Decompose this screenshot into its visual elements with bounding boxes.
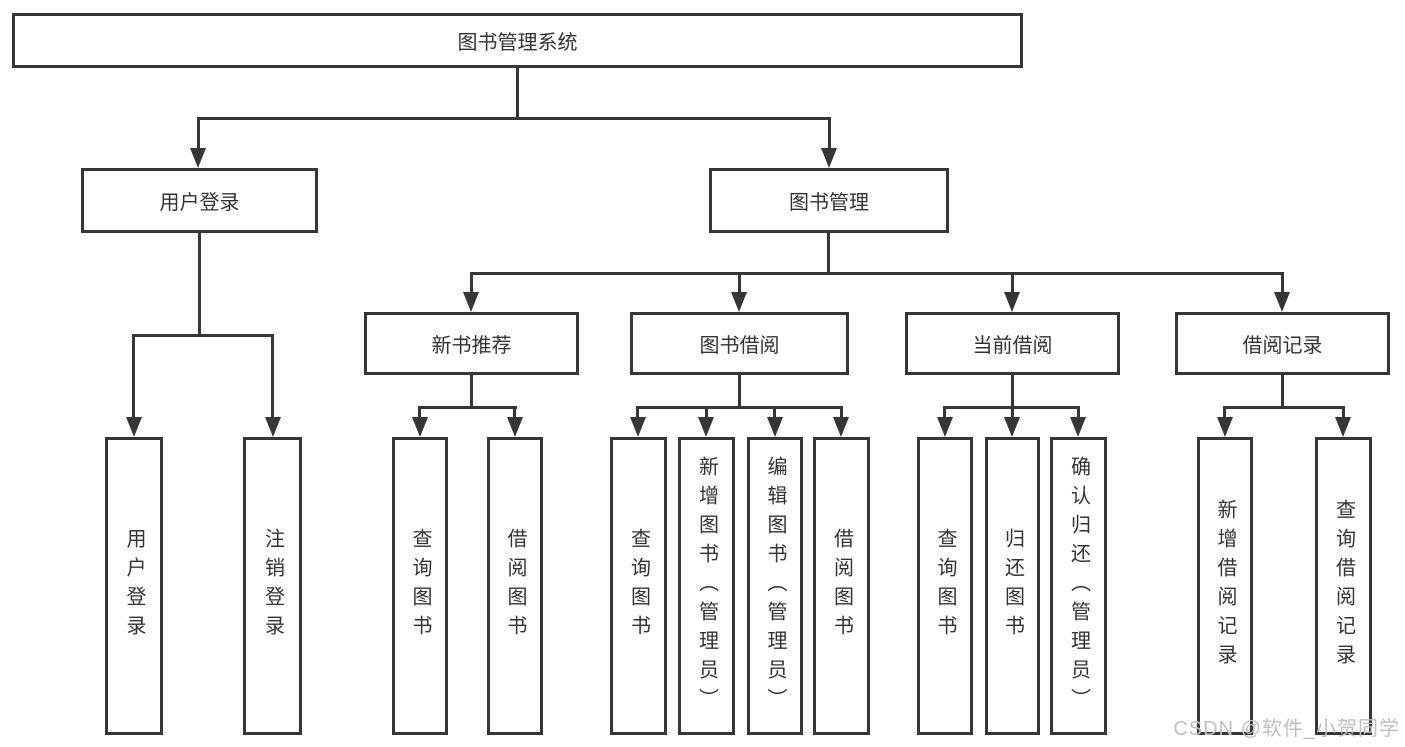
leaf-query-book-borrow: 查询图书 <box>610 437 667 735</box>
leaf-return-book: 归还图书 <box>985 437 1040 735</box>
leaf-user-login: 用户登录 <box>105 437 163 735</box>
leaf-borrow-book-recommend: 借阅图书 <box>487 437 543 735</box>
connector-drop-borrow-records <box>1281 272 1284 297</box>
connector-current-borrow-stub <box>1011 375 1014 408</box>
leaf-query-book-current-label: 查询图书 <box>934 528 956 644</box>
arrowhead-leaf <box>937 417 953 437</box>
arrowhead-leaf <box>698 417 714 437</box>
connector-level2-rail <box>197 117 831 120</box>
arrowhead-leaf <box>1004 417 1020 437</box>
connector-root-stub <box>516 66 519 119</box>
arrowhead-leaf <box>767 417 783 437</box>
connector-rail-new-book <box>419 406 517 409</box>
arrowhead-leaf <box>1217 417 1233 437</box>
node-current-borrow-label: 当前借阅 <box>972 335 1053 357</box>
arrowhead-logout-leaf <box>265 417 281 437</box>
connector-drop-leaf <box>418 406 421 420</box>
node-user-login: 用户登录 <box>81 168 318 233</box>
arrowhead-leaf <box>833 417 849 437</box>
node-book-borrow-label: 图书借阅 <box>699 335 780 357</box>
leaf-query-book-recommend-label: 查询图书 <box>409 528 431 644</box>
leaf-add-book-admin-label: 新增图书（管理员） <box>695 455 718 717</box>
connector-book-borrow-stub <box>738 375 741 408</box>
connector-new-book-stub <box>470 375 473 408</box>
connector-drop-leaf <box>1011 406 1014 420</box>
connector-rail-book-borrow <box>637 406 843 409</box>
arrowhead-user-login <box>190 148 206 168</box>
csdn-watermark: CSDN @软件_小贺同学 <box>1173 718 1400 740</box>
arrowhead-current-borrow <box>1004 292 1020 312</box>
node-book-management: 图书管理 <box>709 168 949 233</box>
connector-drop-leaf <box>1223 406 1226 420</box>
connector-level3-rail <box>470 272 1284 275</box>
leaf-user-login-label: 用户登录 <box>123 528 145 644</box>
connector-drop-new-book <box>470 272 473 297</box>
connector-borrow-records-stub <box>1281 375 1284 408</box>
node-new-book-recommend-label: 新书推荐 <box>431 335 512 357</box>
node-current-borrow: 当前借阅 <box>905 312 1120 375</box>
leaf-confirm-return-admin: 确认归还（管理员） <box>1050 437 1107 735</box>
connector-user-login-rail <box>132 334 274 337</box>
leaf-borrow-book-label: 借阅图书 <box>830 528 853 644</box>
node-book-management-label: 图书管理 <box>789 192 869 214</box>
arrowhead-leaf <box>507 417 523 437</box>
arrowhead-leaf <box>1070 417 1086 437</box>
leaf-query-book-borrow-label: 查询图书 <box>627 528 650 644</box>
arrowhead-leaf <box>412 417 428 437</box>
arrowhead-leaf <box>630 417 646 437</box>
connector-drop-user-login <box>197 117 200 152</box>
node-borrow-records-label: 借阅记录 <box>1242 335 1323 357</box>
connector-drop-leaf <box>773 406 776 420</box>
leaf-query-book-current: 查询图书 <box>917 437 973 735</box>
leaf-borrow-book: 借阅图书 <box>813 437 870 735</box>
connector-user-login-stub <box>198 233 201 336</box>
leaf-query-book-recommend: 查询图书 <box>392 437 448 735</box>
connector-drop-logout-leaf <box>271 334 274 419</box>
node-root-label: 图书管理系统 <box>457 32 578 54</box>
connector-drop-book-borrow <box>738 272 741 297</box>
node-new-book-recommend: 新书推荐 <box>364 312 579 375</box>
node-borrow-records: 借阅记录 <box>1175 312 1390 375</box>
leaf-return-book-label: 归还图书 <box>1001 528 1024 644</box>
leaf-query-borrow-record-label: 查询借阅记录 <box>1332 499 1355 673</box>
node-book-borrow: 图书借阅 <box>630 312 849 375</box>
leaf-logout-label: 注销登录 <box>261 528 284 644</box>
node-user-login-label: 用户登录 <box>159 192 240 214</box>
arrowhead-book-borrow <box>731 292 747 312</box>
leaf-add-borrow-record-label: 新增借阅记录 <box>1214 499 1236 673</box>
connector-drop-leaf <box>513 406 516 420</box>
connector-drop-leaf <box>840 406 843 420</box>
connector-drop-login-leaf <box>132 334 135 419</box>
leaf-borrow-book-recommend-label: 借阅图书 <box>504 528 526 644</box>
leaf-confirm-return-admin-label: 确认归还（管理员） <box>1067 455 1090 717</box>
connector-drop-leaf <box>705 406 708 420</box>
leaf-query-borrow-record: 查询借阅记录 <box>1315 437 1372 735</box>
arrowhead-login-leaf <box>126 417 142 437</box>
connector-book-management-stub <box>827 233 830 274</box>
connector-drop-leaf <box>1342 406 1345 420</box>
arrowhead-book-management <box>821 148 837 168</box>
leaf-edit-book-admin: 编辑图书（管理员） <box>747 437 803 735</box>
arrowhead-new-book <box>463 292 479 312</box>
connector-drop-leaf <box>1077 406 1080 420</box>
arrowhead-leaf <box>1335 417 1351 437</box>
connector-rail-borrow-records <box>1224 406 1345 409</box>
leaf-add-borrow-record: 新增借阅记录 <box>1197 437 1253 735</box>
leaf-edit-book-admin-label: 编辑图书（管理员） <box>764 455 786 717</box>
node-root: 图书管理系统 <box>12 13 1023 68</box>
connector-drop-leaf <box>943 406 946 420</box>
connector-drop-current-borrow <box>1011 272 1014 297</box>
leaf-add-book-admin: 新增图书（管理员） <box>678 437 735 735</box>
leaf-logout: 注销登录 <box>243 437 302 735</box>
arrowhead-borrow-records <box>1274 292 1290 312</box>
connector-drop-book-management <box>828 117 831 152</box>
connector-drop-leaf <box>636 406 639 420</box>
